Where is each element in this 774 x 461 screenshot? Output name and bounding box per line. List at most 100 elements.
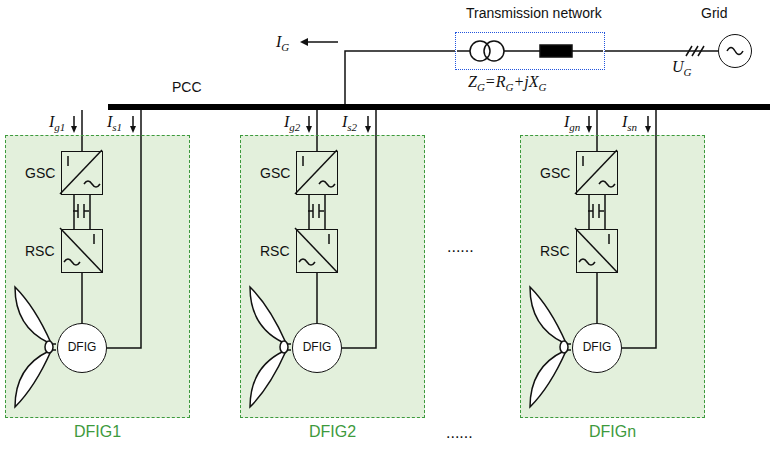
node-label: Grid: [701, 5, 727, 21]
node-label: DFIG: [583, 341, 612, 355]
turbine-unit-box: DFIG2GSCRSCDFIG: [240, 135, 425, 418]
network-symbols: [300, 38, 743, 61]
unit-label: DFIG2: [241, 423, 424, 441]
network-box: Transmission network: [455, 32, 605, 70]
converter-diagonal: [295, 228, 337, 272]
turbine-hub: [280, 341, 288, 353]
pcc-busbar: PCC: [108, 104, 770, 110]
signal-label: UG: [672, 58, 692, 79]
unit-symbols: [5, 116, 705, 418]
wire-connector: [589, 195, 605, 229]
turbine-blade: [530, 351, 566, 407]
current-arrow: [367, 116, 369, 127]
subscript: gn: [569, 121, 580, 133]
converter-box: RSC: [61, 229, 103, 273]
dc-mark: [582, 156, 584, 166]
signal-label: Is2: [342, 113, 357, 134]
turbine-blade: [250, 351, 286, 407]
converter-box: GSC: [296, 151, 338, 195]
turbine-unit-box: DFIG1GSCRSCDFIG: [5, 135, 190, 418]
turbine-blade: [250, 287, 286, 343]
subscript: G: [477, 81, 485, 93]
generator-circle: DFIG: [292, 323, 342, 373]
subscript: g1: [54, 121, 65, 133]
node-label: DFIG: [303, 341, 332, 355]
dc-mark: [93, 234, 95, 244]
converter-diagonal: [60, 228, 102, 272]
node-label: GSC: [25, 165, 55, 181]
current-arrow: [132, 116, 134, 127]
ac-mark: [579, 259, 595, 265]
turbine-blade: [530, 287, 566, 343]
signal-label: Ig1: [49, 113, 65, 134]
converter-diagonal: [295, 150, 337, 194]
turbine-unit-box: DFIGnGSCRSCDFIG: [520, 135, 705, 418]
unit-illustration: [240, 116, 425, 418]
wire-connector: [74, 195, 90, 229]
converter-diagonal: [575, 228, 617, 272]
subscript: G: [538, 81, 546, 93]
subscript: sn: [627, 121, 637, 133]
dc-capacitor: [73, 204, 89, 218]
wire-connector: [316, 273, 318, 323]
generator-circle: DFIG: [572, 323, 622, 373]
dc-mark: [67, 156, 69, 166]
turbine-hub: [45, 341, 53, 353]
wire-connector: [309, 195, 325, 229]
current-arrow: [306, 41, 338, 43]
subscript: G: [281, 41, 289, 53]
current-arrow: [308, 116, 310, 127]
dc-mark: [328, 234, 330, 244]
converter-box: RSC: [576, 229, 618, 273]
node-label: RSC: [540, 243, 570, 259]
converter-box: GSC: [61, 151, 103, 195]
arrow-head: [586, 126, 592, 133]
wire-connector: [622, 110, 656, 348]
transformer-winding: [484, 41, 504, 61]
unit-background: [520, 135, 705, 418]
ellipsis-label: ......: [446, 424, 473, 442]
signal-label: ZG=RG+jXG: [468, 73, 546, 94]
generator-circle: DFIG: [57, 323, 107, 373]
signal-label: IG: [276, 33, 289, 54]
ac-mark: [64, 259, 80, 265]
ac-mark: [319, 181, 335, 187]
ac-source-symbol: [727, 48, 743, 55]
ac-mark: [599, 181, 615, 187]
converter-diagonal: [60, 150, 102, 194]
wire-connector: [605, 50, 718, 52]
ac-mark: [299, 259, 315, 265]
arrow-head: [130, 126, 136, 133]
unit-label: DFIGn: [521, 423, 704, 441]
wire-connector: [596, 110, 598, 151]
arrow-head: [645, 126, 651, 133]
unit-background: [240, 135, 425, 418]
unit-illustration: [520, 116, 705, 418]
turbine-blade: [15, 351, 51, 407]
wire-connector: [316, 110, 318, 151]
arrow-head: [365, 126, 371, 133]
node-label: PCC: [172, 79, 202, 95]
dc-capacitor: [308, 204, 324, 218]
dc-capacitor: [588, 204, 604, 218]
unit-illustration: [5, 116, 190, 418]
impedance-symbol: [540, 45, 572, 57]
ac-mark: [84, 181, 100, 187]
current-arrow: [588, 116, 590, 127]
wire-connector: [342, 110, 376, 348]
node-label: Transmission network: [466, 5, 602, 21]
signal-label: Is1: [107, 113, 122, 134]
node-label: DFIG: [68, 341, 97, 355]
node-label: RSC: [25, 243, 55, 259]
turbine-blade: [15, 287, 51, 343]
node-label: GSC: [540, 165, 570, 181]
converter-box: GSC: [576, 151, 618, 195]
signal-label: Ign: [564, 113, 580, 134]
arrow-head: [306, 126, 312, 133]
subscript: g2: [289, 121, 300, 133]
signal-label: Isn: [622, 113, 637, 134]
unit-background: [5, 135, 190, 418]
subscript: G: [505, 81, 513, 93]
